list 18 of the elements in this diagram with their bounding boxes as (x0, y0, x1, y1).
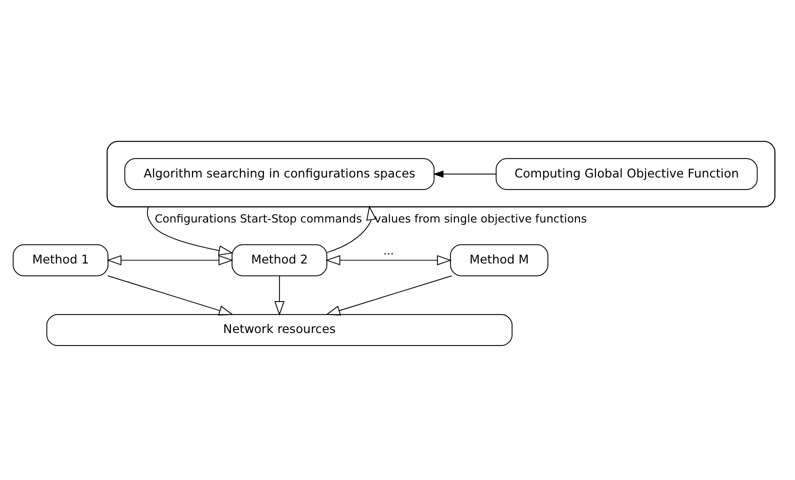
arrow (146, 206, 234, 256)
edge-label: values from single objective functions (374, 212, 587, 226)
arrow (326, 255, 452, 266)
arrow (107, 275, 234, 316)
edge-label: Configurations Start-Stop commands (154, 212, 362, 226)
node-box: Algorithm searching in configurations spaces (124, 158, 435, 190)
node-box: Method M (450, 244, 548, 276)
edge-label: ... (383, 244, 394, 258)
node-box: Network resources (46, 314, 513, 346)
arrow (326, 275, 452, 316)
arrow (274, 275, 285, 316)
cluster (106, 140, 776, 208)
node-box: Method 1 (12, 244, 108, 276)
node-box: Method 2 (232, 244, 328, 276)
arrow (326, 206, 376, 253)
arrow (433, 170, 496, 178)
node-box: Computing Global Objective Function (496, 158, 758, 190)
arrow (106, 255, 234, 266)
